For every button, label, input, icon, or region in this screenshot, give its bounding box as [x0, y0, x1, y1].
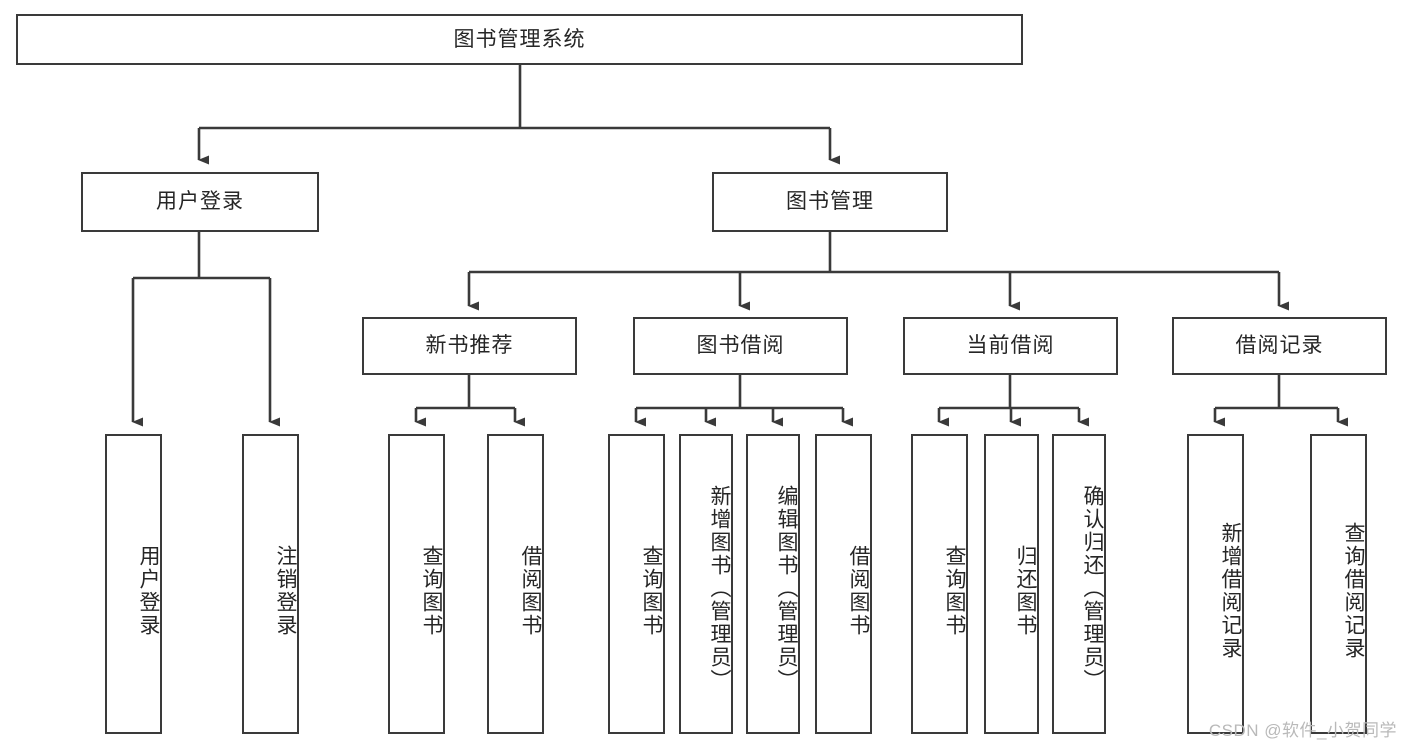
node-new-book-recommend-label: 新书推荐 [425, 334, 514, 358]
node-leaf-lend-book-label: 借阅图书 [847, 545, 870, 637]
node-user-login[interactable]: 用户登录 [81, 172, 319, 232]
node-leaf-query-book-newbook[interactable]: 查询图书 [388, 434, 445, 734]
node-current-borrow-label: 当前借阅 [966, 334, 1055, 358]
node-book-borrow-label: 图书借阅 [696, 334, 785, 358]
node-leaf-add-borrow-record-label: 新增借阅记录 [1219, 522, 1242, 660]
node-leaf-edit-book-admin[interactable]: 编辑图书（管理员） [746, 434, 800, 734]
node-leaf-query-borrow-record-label: 查询借阅记录 [1342, 522, 1365, 660]
node-root[interactable]: 图书管理系统 [16, 14, 1023, 65]
node-user-login-label: 用户登录 [156, 190, 244, 214]
node-leaf-borrow-book-newbook-label: 借阅图书 [519, 545, 542, 637]
node-leaf-borrow-book-newbook[interactable]: 借阅图书 [487, 434, 544, 734]
node-leaf-edit-book-admin-label: 编辑图书（管理员） [775, 484, 798, 692]
node-leaf-user-login[interactable]: 用户登录 [105, 434, 162, 734]
node-book-borrow[interactable]: 图书借阅 [633, 317, 848, 375]
node-leaf-add-book-admin[interactable]: 新增图书（管理员） [679, 434, 733, 734]
node-leaf-return-book-label: 归还图书 [1014, 545, 1037, 637]
node-leaf-user-login-label: 用户登录 [137, 545, 160, 637]
node-leaf-logout-label: 注销登录 [274, 545, 297, 637]
watermark: CSDN @软件_小贺同学 [1208, 721, 1397, 740]
node-leaf-query-borrow-record[interactable]: 查询借阅记录 [1310, 434, 1367, 734]
node-leaf-confirm-return-admin-label: 确认归还（管理员） [1081, 484, 1104, 692]
node-book-management[interactable]: 图书管理 [712, 172, 948, 232]
node-leaf-lend-book[interactable]: 借阅图书 [815, 434, 872, 734]
node-leaf-query-book-borrow[interactable]: 查询图书 [608, 434, 665, 734]
node-current-borrow[interactable]: 当前借阅 [903, 317, 1118, 375]
node-borrow-records[interactable]: 借阅记录 [1172, 317, 1387, 375]
node-leaf-query-book-borrow-label: 查询图书 [640, 545, 663, 637]
node-leaf-add-book-admin-label: 新增图书（管理员） [708, 484, 731, 692]
node-leaf-query-book-current[interactable]: 查询图书 [911, 434, 968, 734]
node-book-management-label: 图书管理 [786, 190, 874, 214]
node-leaf-confirm-return-admin[interactable]: 确认归还（管理员） [1052, 434, 1106, 734]
node-leaf-logout[interactable]: 注销登录 [242, 434, 299, 734]
node-borrow-records-label: 借阅记录 [1235, 334, 1324, 358]
node-leaf-query-book-newbook-label: 查询图书 [420, 545, 443, 637]
node-leaf-add-borrow-record[interactable]: 新增借阅记录 [1187, 434, 1244, 734]
node-root-label: 图书管理系统 [453, 27, 586, 51]
node-leaf-return-book[interactable]: 归还图书 [984, 434, 1039, 734]
node-new-book-recommend[interactable]: 新书推荐 [362, 317, 577, 375]
node-leaf-query-book-current-label: 查询图书 [943, 545, 966, 637]
